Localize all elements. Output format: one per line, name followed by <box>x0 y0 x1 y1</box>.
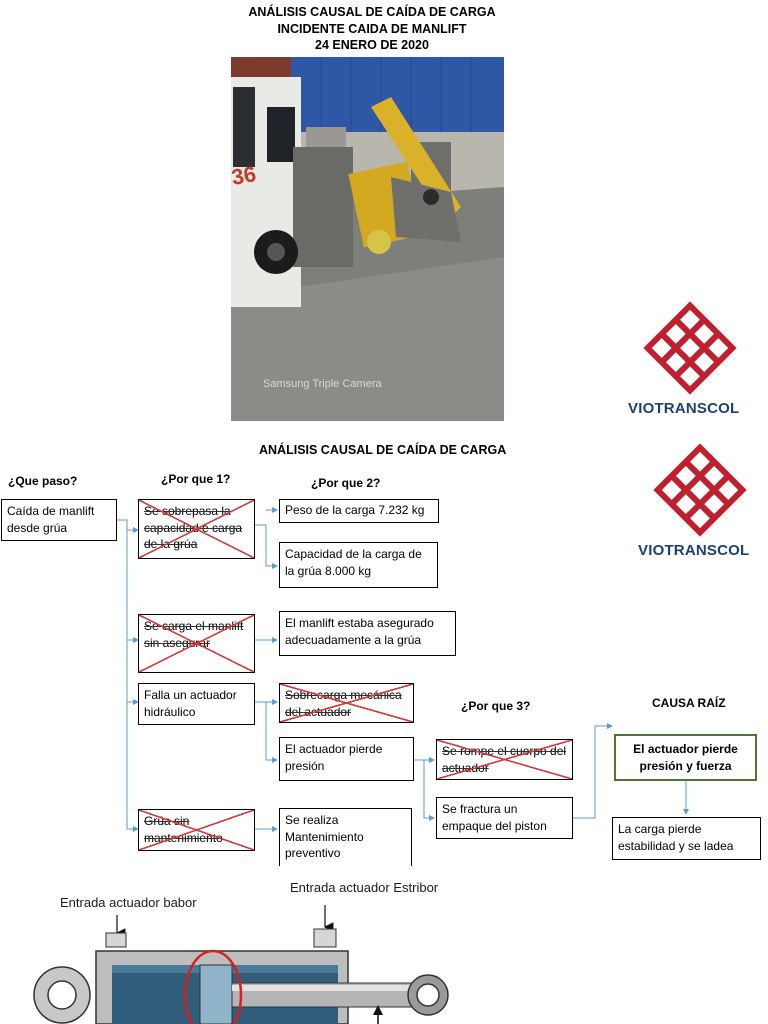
consequence-box: La carga pierde estabilidad y se ladea <box>612 817 761 860</box>
viotranscol-knot-icon <box>643 301 737 395</box>
title-line-1: ANÁLISIS CAUSAL DE CAÍDA DE CARGA <box>248 5 496 19</box>
column-root-cause: CAUSA RAÍZ <box>652 696 726 710</box>
incident-photo-illustration: 36 Samsung Triple Camera <box>231 57 504 421</box>
photo-watermark: Samsung Triple Camera <box>263 378 382 390</box>
why1-box-overload: Se sobrepasa la capacidad e carga de la … <box>138 499 255 559</box>
title-line-2: INCIDENTE CAIDA DE MANLIFT <box>277 21 467 36</box>
why1-box-unsecured: Se carga el manlift sin asegurar <box>138 614 255 673</box>
analysis-title: ANÁLISIS CAUSAL DE CAÍDA DE CARGA <box>259 443 507 457</box>
why2-text: Peso de la carga 7.232 kg <box>285 503 425 517</box>
viotranscol-logo: VIOTRANSCOL <box>628 300 752 422</box>
why2-text: El actuador pierde presión <box>285 742 383 773</box>
why2-box-preventive-maintenance: Se realiza Mantenimiento preventivo <box>279 808 412 866</box>
root-cause-text: El actuador pierde presión y fuerza <box>633 742 738 773</box>
column-why-2: ¿Por que 2? <box>311 476 381 490</box>
why1-box-actuator-failure: Falla un actuador hidráulico <box>138 683 255 725</box>
column-what: ¿Que paso? <box>8 474 78 488</box>
column-why-3: ¿Por que 3? <box>461 699 531 713</box>
report-title: ANÁLISIS CAUSAL DE CAÍDA DE CARGA INCIDE… <box>150 4 594 54</box>
logo-text: VIOTRANSCOL <box>628 400 740 417</box>
why2-box-pressure-loss: El actuador pierde presión <box>279 737 414 781</box>
logo-text: VIOTRANSCOL <box>638 542 750 559</box>
why3-text: Se fractura un empaque del piston <box>442 802 547 833</box>
why1-text: Se carga el manlift sin asegurar <box>144 619 244 650</box>
why1-text: Se sobrepasa la capacidad e carga de la … <box>144 504 243 551</box>
why1-text: Grúa sin mantenimiento <box>144 814 223 845</box>
why2-text: Se realiza Mantenimiento preventivo <box>285 813 364 860</box>
event-box: Caída de manlift desde grúa <box>1 499 117 541</box>
why3-box-body-break: Se rompe el cuerpo del actuador <box>436 739 573 780</box>
why1-text: Falla un actuador hidráulico <box>144 688 237 719</box>
hydraulic-actuator-diagram <box>33 905 449 1024</box>
why1-box-no-maintenance: Grúa sin mantenimiento <box>138 809 255 851</box>
why2-text: Capacidad de la carga de la grúa 8.000 k… <box>285 547 422 578</box>
seal-highlight-circle <box>183 949 243 1024</box>
why2-text: El manlift estaba asegurado adecuadament… <box>285 616 434 647</box>
viotranscol-logo-2: VIOTRANSCOL <box>638 443 762 566</box>
why2-text: Sobrecarga mecánica del actuador <box>285 688 402 719</box>
why2-box-load-weight: Peso de la carga 7.232 kg <box>279 499 439 523</box>
why3-box-seal-fracture: Se fractura un empaque del piston <box>436 797 573 839</box>
event-text: Caída de manlift desde grúa <box>7 504 95 535</box>
diagram-label-babor: Entrada actuador babor <box>60 895 197 910</box>
root-cause-box: El actuador pierde presión y fuerza <box>614 734 757 781</box>
diagram-label-estribor: Entrada actuador Estribor <box>290 880 439 895</box>
column-why-1: ¿Por que 1? <box>161 472 231 486</box>
viotranscol-knot-icon <box>653 443 747 537</box>
incident-photo: 36 Samsung Triple Camera <box>231 57 504 421</box>
why2-box-mechanical-overload: Sobrecarga mecánica del actuador <box>279 683 414 723</box>
title-line-3: 24 ENERO DE 2020 <box>315 38 429 52</box>
why3-text: Se rompe el cuerpo del actuador <box>442 744 567 775</box>
consequence-text: La carga pierde estabilidad y se ladea <box>618 822 734 853</box>
svg-text:36: 36 <box>231 161 258 190</box>
connector-lines <box>117 507 689 832</box>
why2-box-crane-capacity: Capacidad de la carga de la grúa 8.000 k… <box>279 542 438 588</box>
why2-box-secured: El manlift estaba asegurado adecuadament… <box>279 611 456 656</box>
